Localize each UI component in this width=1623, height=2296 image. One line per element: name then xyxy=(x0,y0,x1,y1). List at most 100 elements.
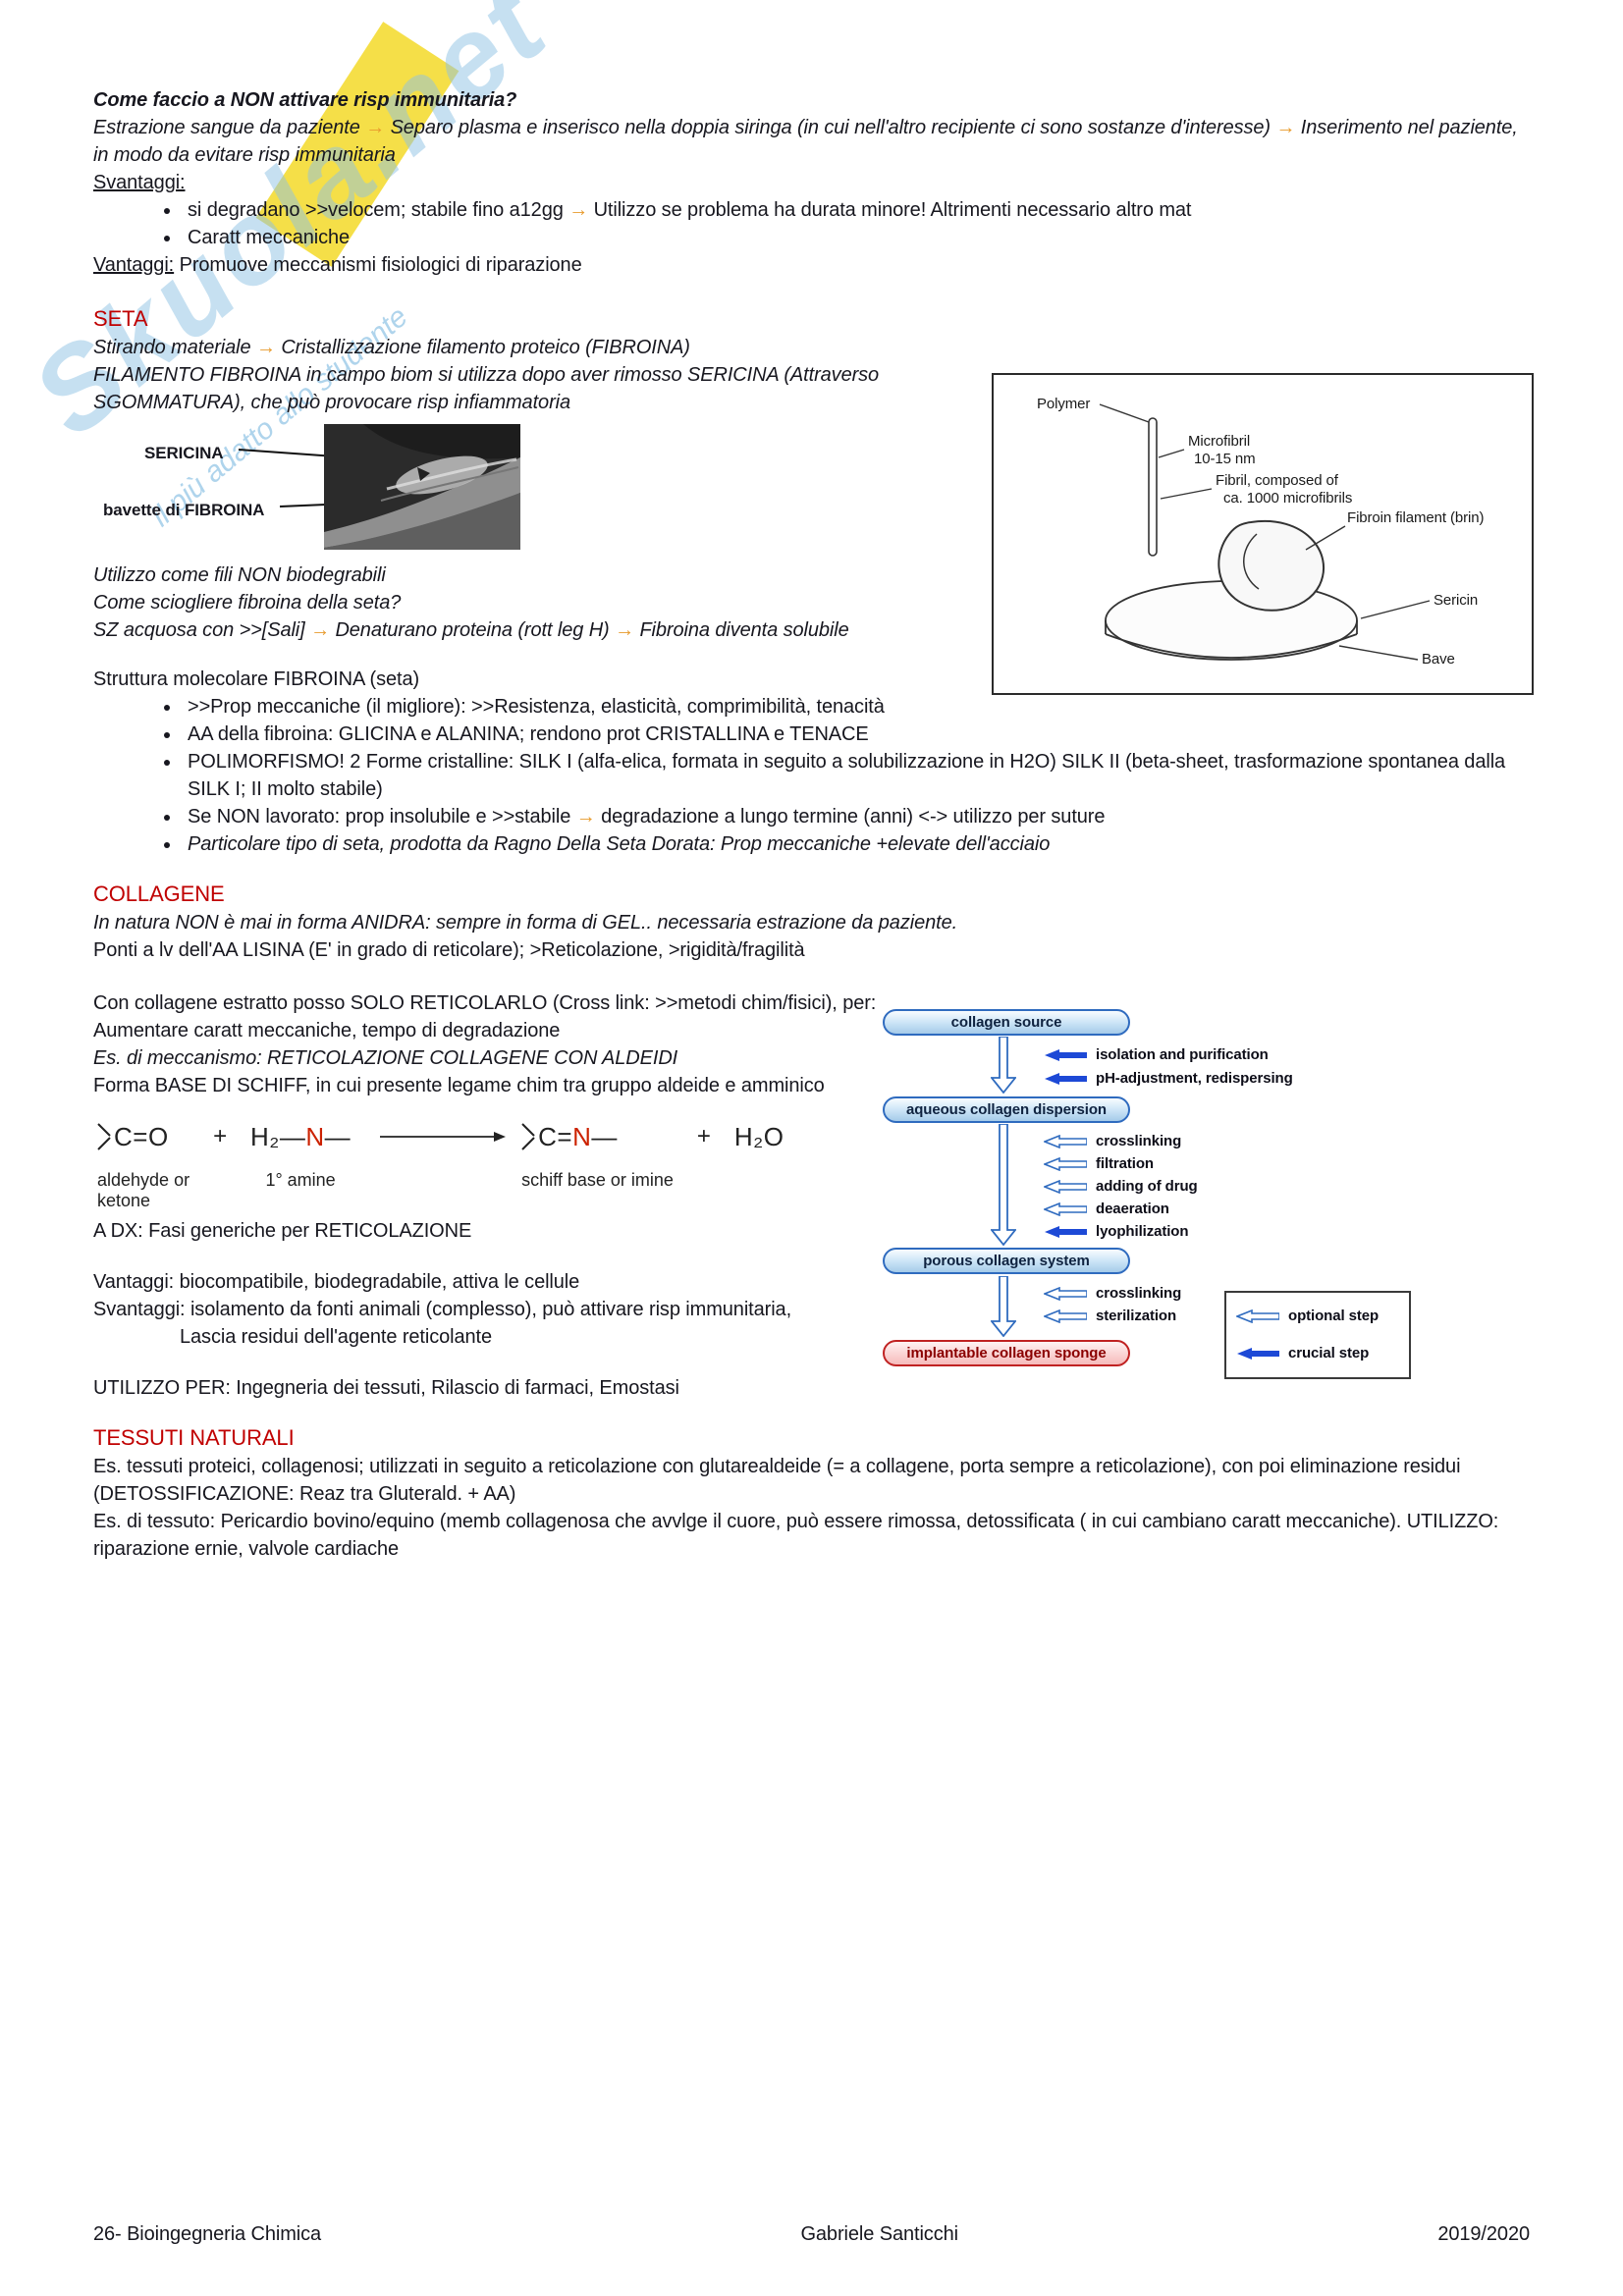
section-heading-seta: SETA xyxy=(93,306,148,331)
left-arrow-hollow-icon xyxy=(1236,1309,1279,1323)
seta-paragraph: Utilizzo come fili NON biodegrabili xyxy=(93,564,386,586)
left-arrow-filled-icon xyxy=(1045,1073,1087,1085)
reaction-arrow-icon xyxy=(378,1115,507,1158)
text-segment: Stirando materiale xyxy=(93,337,256,358)
text-segment: Cristallizzazione filamento proteico (FI… xyxy=(275,337,690,358)
flow-box-collagen-source: collagen source xyxy=(883,1009,1130,1036)
text-segment: SZ acquosa con >>[Sali] xyxy=(93,619,311,641)
list-item: AA della fibroina: GLICINA e ALANINA; re… xyxy=(182,721,1530,748)
arrow-icon: → xyxy=(615,619,634,641)
flow-box-implantable-sponge: implantable collagen sponge xyxy=(883,1340,1130,1366)
nitrogen-atom: N xyxy=(572,1122,592,1151)
collagene-paragraph: Svantaggi: isolamento da fonti animali (… xyxy=(93,1299,792,1320)
list-item: Caratt meccaniche xyxy=(182,224,1530,251)
collagene-paragraph: Vantaggi: biocompatibile, biodegradabile… xyxy=(93,1271,580,1293)
equation-label: 1° amine xyxy=(265,1170,336,1190)
nitrogen-atom: N xyxy=(305,1122,325,1151)
collagene-paragraph: In natura NON è mai in forma ANIDRA: sem… xyxy=(93,912,958,934)
collagene-paragraph: A DX: Fasi generiche per RETICOLAZIONE xyxy=(93,1220,472,1242)
tessuti-paragraph: Es. di tessuto: Pericardio bovino/equino… xyxy=(93,1511,1499,1560)
svantaggi-list: si degradano >>velocem; stabile fino a12… xyxy=(93,196,1530,251)
flowchart-legend: optional step crucial step xyxy=(1224,1291,1411,1379)
arrow-icon: → xyxy=(568,199,589,221)
arrow-icon: → xyxy=(365,117,386,138)
flow-step-optional: filtration xyxy=(1044,1150,1154,1178)
vantaggi-line: Vantaggi: Promuove meccanismi fisiologic… xyxy=(93,251,1530,279)
text-segment: Separo plasma e inserisco nella doppia s… xyxy=(385,117,1276,138)
down-arrow-icon xyxy=(991,1037,1016,1094)
diagram-label-sericin: Sericin xyxy=(1434,592,1478,609)
footer-course: 26- Bioingegneria Chimica xyxy=(93,2223,322,2245)
flow-step-optional: adding of drug xyxy=(1044,1173,1198,1201)
footer-author: Gabriele Santicchi xyxy=(800,2223,958,2245)
plus-sign: + xyxy=(696,1123,711,1149)
water-term: H₂O xyxy=(734,1115,784,1158)
section-heading-collagene: COLLAGENE xyxy=(93,881,225,906)
list-item: si degradano >>velocem; stabile fino a12… xyxy=(182,196,1530,224)
left-arrow-filled-icon xyxy=(1045,1226,1087,1238)
text-segment: Fibroina diventa solubile xyxy=(633,619,849,641)
legend-optional-row: optional step xyxy=(1236,1303,1399,1330)
bond-dash: — xyxy=(279,1122,306,1151)
tessuti-paragraph: Es. tessuti proteici, collagenosi; utili… xyxy=(93,1456,1461,1505)
bond-lines-icon xyxy=(521,1123,535,1150)
collagene-paragraph: Aumentare caratt meccaniche, tempo di de… xyxy=(93,1020,561,1041)
down-arrow-icon xyxy=(991,1276,1016,1337)
text-segment: si degradano >>velocem; stabile fino a12… xyxy=(188,199,569,221)
bond-dash: — xyxy=(324,1122,352,1151)
arrow-icon: → xyxy=(575,806,596,828)
flow-box-aqueous-dispersion: aqueous collagen dispersion xyxy=(883,1096,1130,1123)
amine-term: H₂—N— 1° amine xyxy=(250,1115,351,1191)
page-content: Come faccio a NON attivare risp immunita… xyxy=(0,0,1623,1563)
silk-sem-figure: SERICINA bavette di FIBROINA xyxy=(93,424,1530,558)
silk-structure-diagram: Polymer Microfibril 10-15 nm Fibril, com… xyxy=(992,373,1534,695)
text-segment: Utilizzo se problema ha durata minore! A… xyxy=(588,199,1192,221)
plus-sign: + xyxy=(213,1123,227,1149)
seta-paragraph: Stirando materiale → Cristallizzazione f… xyxy=(93,334,1530,361)
arrow-icon: → xyxy=(310,619,330,641)
list-item: Particolare tipo di seta, prodotta da Ra… xyxy=(182,830,1530,858)
text-segment: Se NON lavorato: prop insolubile e >>sta… xyxy=(188,806,576,828)
left-arrow-hollow-icon xyxy=(1044,1287,1087,1301)
diagram-label-polymer: Polymer xyxy=(1037,396,1090,412)
down-arrow-icon xyxy=(991,1124,1016,1246)
figure-label-sericina: SERICINA xyxy=(144,444,224,462)
formula-text: H₂ xyxy=(250,1122,280,1151)
schiff-base-term: C=N— schiff base or imine xyxy=(521,1115,674,1191)
left-arrow-filled-icon xyxy=(1237,1348,1279,1360)
formula-text: H₂O xyxy=(733,1122,784,1151)
flow-step-optional: deaeration xyxy=(1044,1196,1169,1223)
collagene-paragraph: Con collagene estratto posso SOLO RETICO… xyxy=(93,992,877,1014)
left-arrow-hollow-icon xyxy=(1044,1202,1087,1216)
formula-text: C= xyxy=(538,1122,573,1151)
legend-crucial-row: crucial step xyxy=(1236,1340,1399,1367)
left-arrow-hollow-icon xyxy=(1044,1135,1087,1148)
seta-paragraph: Come sciogliere fibroina della seta? xyxy=(93,592,402,614)
flow-step-optional: sterilization xyxy=(1044,1303,1176,1330)
flow-step-optional: crosslinking xyxy=(1044,1280,1181,1308)
diagram-label-microfibril-size: 10-15 nm xyxy=(1194,451,1256,467)
flow-step-optional: crosslinking xyxy=(1044,1128,1181,1155)
intro-question: Come faccio a NON attivare risp immunita… xyxy=(93,89,517,111)
figure-label-bavette: bavette di FIBROINA xyxy=(103,501,265,519)
svantaggi-label: Svantaggi: xyxy=(93,169,1530,196)
diagram-label-microfibril: Microfibril xyxy=(1188,433,1250,450)
intro-procedure: Estrazione sangue da paziente → Separo p… xyxy=(93,114,1530,169)
struttura-title: Struttura molecolare FIBROINA (seta) xyxy=(93,668,420,690)
collagene-paragraph: Forma BASE DI SCHIFF, in cui presente le… xyxy=(93,1075,825,1096)
list-item: POLIMORFISMO! 2 Forme cristalline: SILK … xyxy=(182,748,1530,803)
list-item: Se NON lavorato: prop insolubile e >>sta… xyxy=(182,803,1530,830)
left-arrow-hollow-icon xyxy=(1044,1180,1087,1194)
flow-step-crucial: lyophilization xyxy=(1044,1218,1189,1246)
formula-text: C=O xyxy=(114,1122,169,1151)
left-arrow-filled-icon xyxy=(1045,1049,1087,1061)
collagen-flowchart: collagen source aqueous collagen dispers… xyxy=(879,1006,1429,1379)
text-segment: degradazione a lungo termine (anni) <-> … xyxy=(595,806,1106,828)
page-footer: 26- Bioingegneria Chimica Gabriele Santi… xyxy=(93,2220,1530,2248)
text-segment: Promuove meccanismi fisiologici di ripar… xyxy=(174,254,582,276)
bond-lines-icon xyxy=(97,1123,111,1150)
flow-step-crucial: pH-adjustment, redispersing xyxy=(1044,1065,1293,1093)
